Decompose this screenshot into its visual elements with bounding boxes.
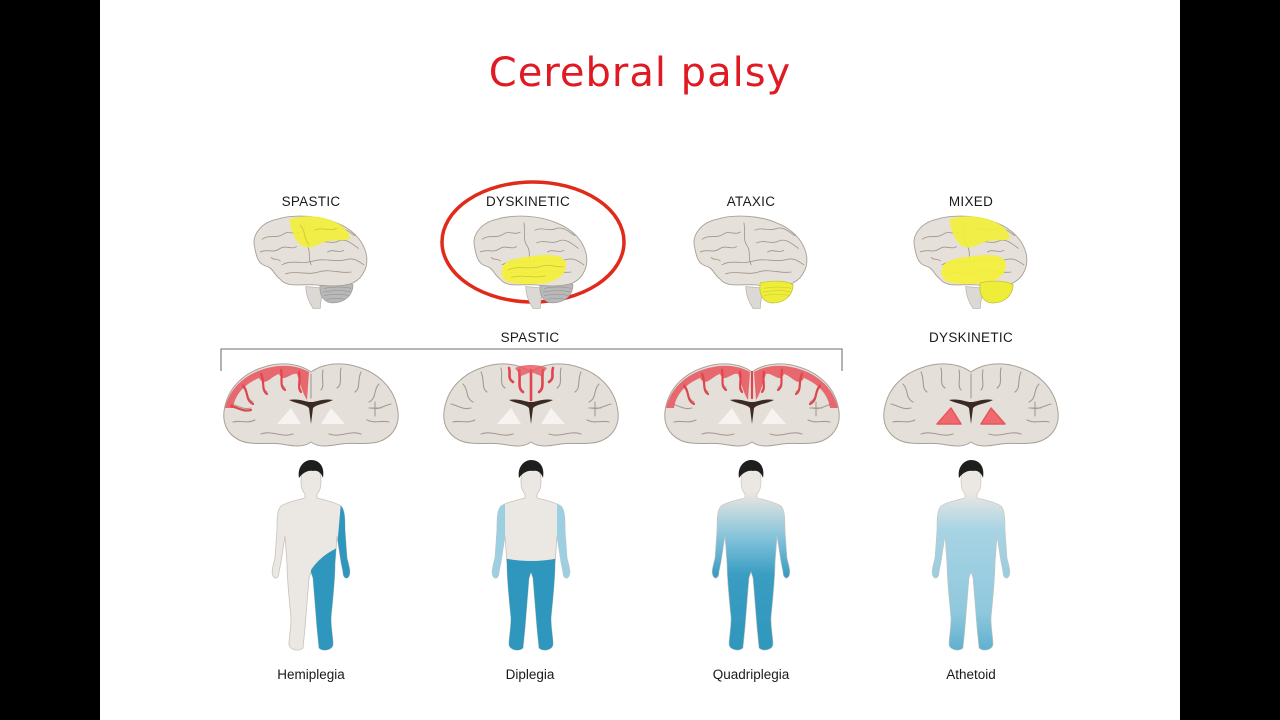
body-figure-quadriplegia	[711, 460, 791, 651]
lateral-brain-ataxic	[693, 215, 808, 309]
lateral-brain-dyskinetic	[473, 215, 588, 309]
figure-label-quadriplegia: Quadriplegia	[712, 667, 790, 682]
type-label-ataxic: ATAXIC	[726, 194, 776, 209]
lateral-brain-spastic	[253, 215, 368, 309]
coronal-brain-hemiplegia	[223, 363, 399, 447]
body-figure-hemiplegia	[271, 460, 351, 651]
type-label-spastic: SPASTIC	[281, 194, 341, 209]
figure-label-athetoid: Athetoid	[946, 667, 996, 682]
lateral-brain-mixed	[913, 215, 1028, 309]
group-label-dyskinetic: DYSKINETIC	[928, 330, 1013, 345]
coronal-brain-quadriplegia	[664, 363, 840, 447]
diagram-canvas: Cerebral palsy SPASTIC DYSKINETIC ATAXIC…	[100, 0, 1180, 720]
type-label-mixed: MIXED	[948, 194, 994, 209]
body-figure-athetoid	[931, 460, 1011, 651]
type-label-dyskinetic: DYSKINETIC	[485, 194, 570, 209]
spastic-bracket	[220, 348, 843, 371]
group-label-spastic: SPASTIC	[500, 330, 560, 345]
coronal-brain-athetoid	[883, 363, 1059, 447]
figure-label-diplegia: Diplegia	[505, 667, 555, 682]
body-figure-diplegia	[491, 460, 571, 651]
figure-label-hemiplegia: Hemiplegia	[277, 667, 345, 682]
page-title: Cerebral palsy	[488, 50, 792, 96]
coronal-brain-diplegia	[443, 363, 619, 447]
